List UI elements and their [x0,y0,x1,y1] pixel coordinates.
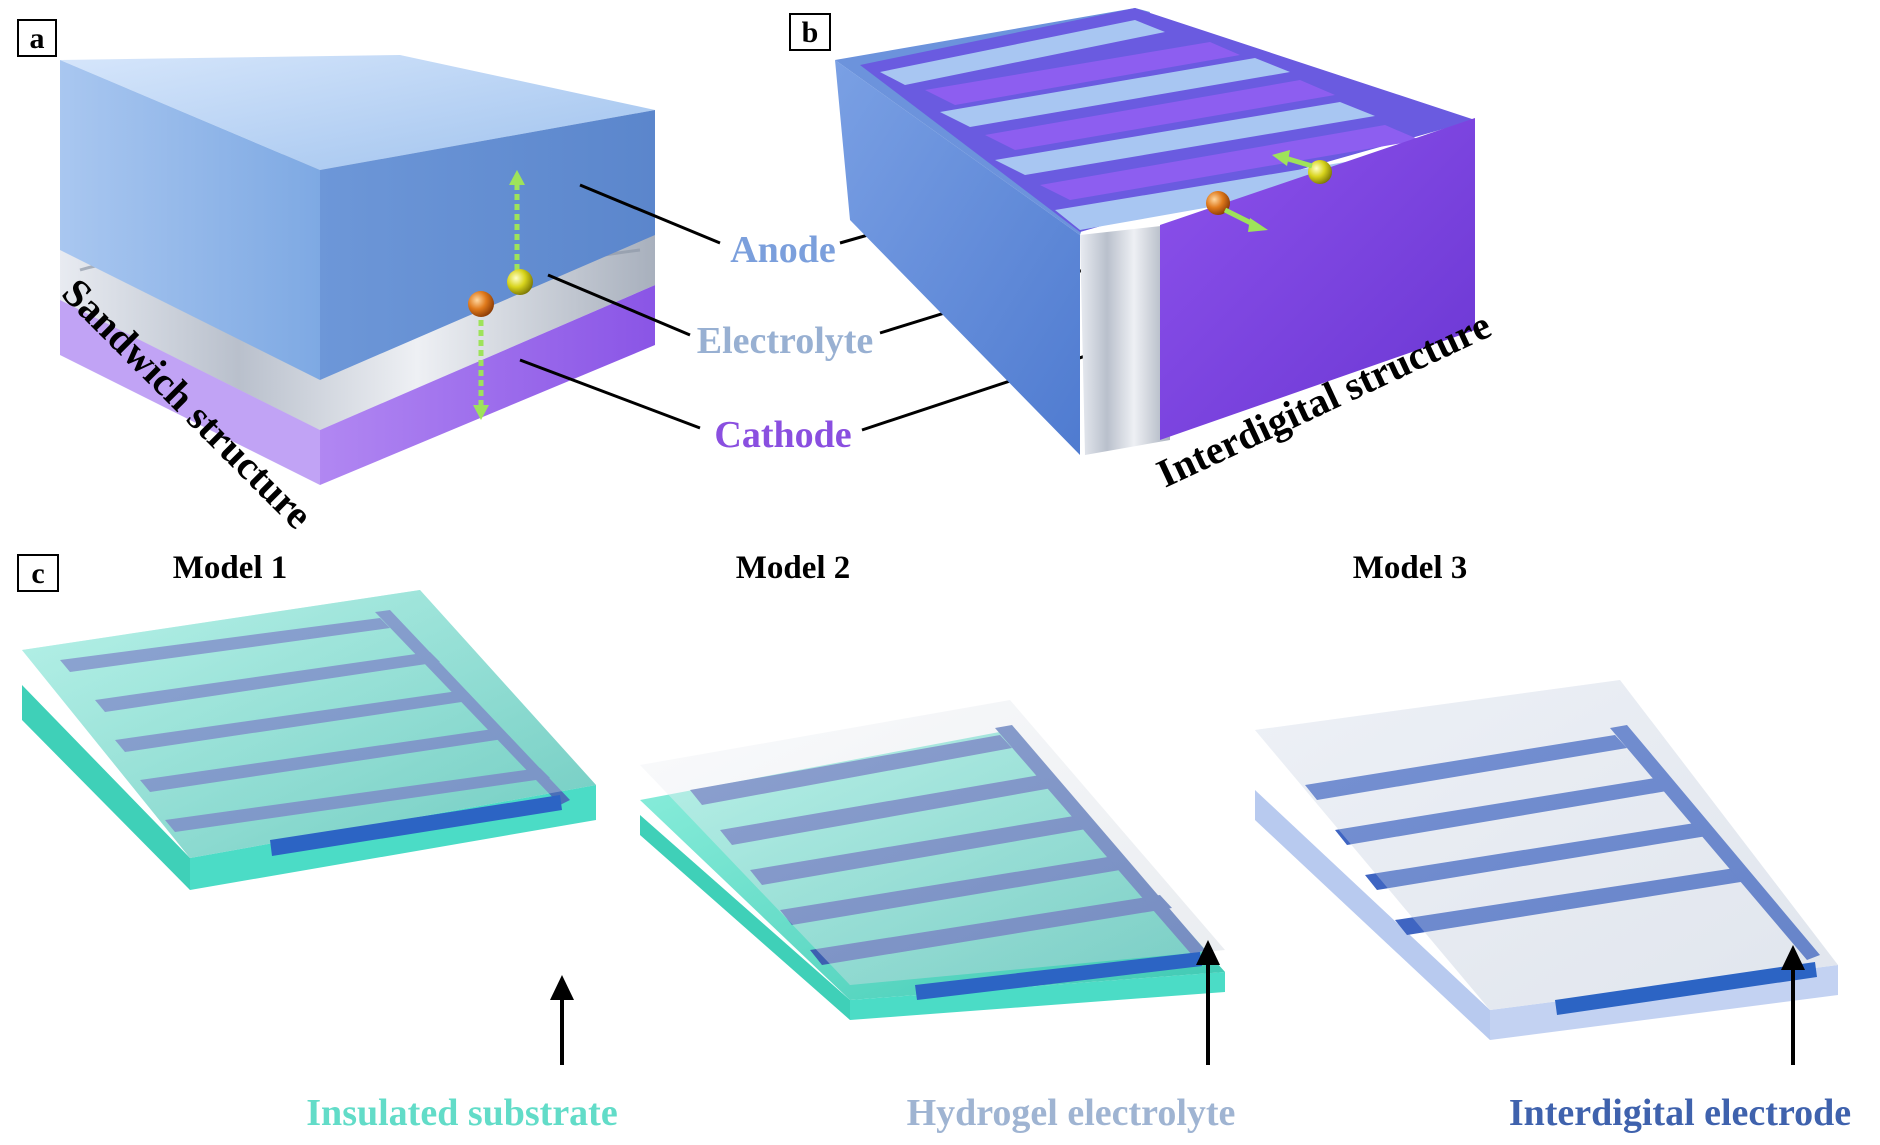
electrolyte-leader-a [547,273,691,337]
anode-side [320,110,655,380]
ion-arrow-orange-head [1248,218,1268,232]
panel-b-label: b [802,16,819,49]
model-3-device [1255,680,1838,1040]
model-2-title: Model 2 [736,550,851,586]
electrolyte-label: Electrolyte [697,320,874,362]
model-2-device [640,700,1225,1020]
cathode-leader-a [519,358,701,430]
interdigital-electrode-label: Interdigital electrode [1509,1092,1851,1134]
ion-arrow-down [473,405,489,420]
anode-front [60,60,320,380]
orange-ion-ball [1206,191,1230,215]
insulated-substrate-label: Insulated substrate [306,1092,617,1134]
model-2-gel-cover [640,700,1225,985]
finger [995,102,1375,175]
interdigital-purple-front [1160,118,1475,440]
panel-b: b Interdigital structure [789,8,1497,496]
model-2-bottom-electrode [915,952,1202,1000]
finger [925,42,1240,105]
cathode-front [60,300,320,485]
cathode-label: Cathode [714,414,851,456]
ion-arrow-yellow-head [1272,150,1290,166]
yellow-ion-ball [507,269,533,295]
model-1-gel-cover [22,590,596,858]
model-3-bottom-electrode [1555,962,1817,1015]
hydrogel-arrow-head [1196,940,1220,965]
electrode-arrow-head [1781,945,1805,970]
panel-c-label: c [31,557,44,590]
center-labels: Anode Electrolyte Cathode [519,183,1186,456]
finger [940,58,1290,127]
anode-label: Anode [730,229,836,271]
ion-arrow-yellow [1284,155,1313,169]
model-3-gel-front [1255,790,1490,1040]
panel-a-label: a [30,22,45,55]
model-1-bottom-electrode [270,795,562,856]
panel-b-label-box [789,13,831,51]
anode-leader-a [579,183,721,245]
anode-top [60,55,655,170]
panel-a-label-box [17,19,57,57]
model-2-substrate-side [850,972,1225,1020]
finger [985,80,1335,150]
interdigital-electrolyte-strip [1080,225,1170,455]
ion-arrow-up [509,170,525,185]
model-1-substrate-front [22,685,190,890]
finger [880,20,1165,85]
panel-c-label-box [17,554,59,592]
model-1-title: Model 1 [173,550,288,586]
orange-ion-ball [468,291,494,317]
model-3-title: Model 3 [1353,550,1468,586]
substrate-arrow-head [550,975,574,1000]
finger [1040,125,1420,200]
model-2-substrate-front [640,815,850,1020]
interdigital-blue-front [835,60,1080,455]
model-1-device [22,590,596,890]
model-3-gel-cover [1255,680,1838,1010]
panel-c: c Model 1 Model 2 Model 3 [17,550,1851,1134]
yellow-ion-ball [1308,160,1332,184]
hydrogel-electrolyte-label: Hydrogel electrolyte [907,1092,1236,1134]
cathode-side [320,285,655,485]
